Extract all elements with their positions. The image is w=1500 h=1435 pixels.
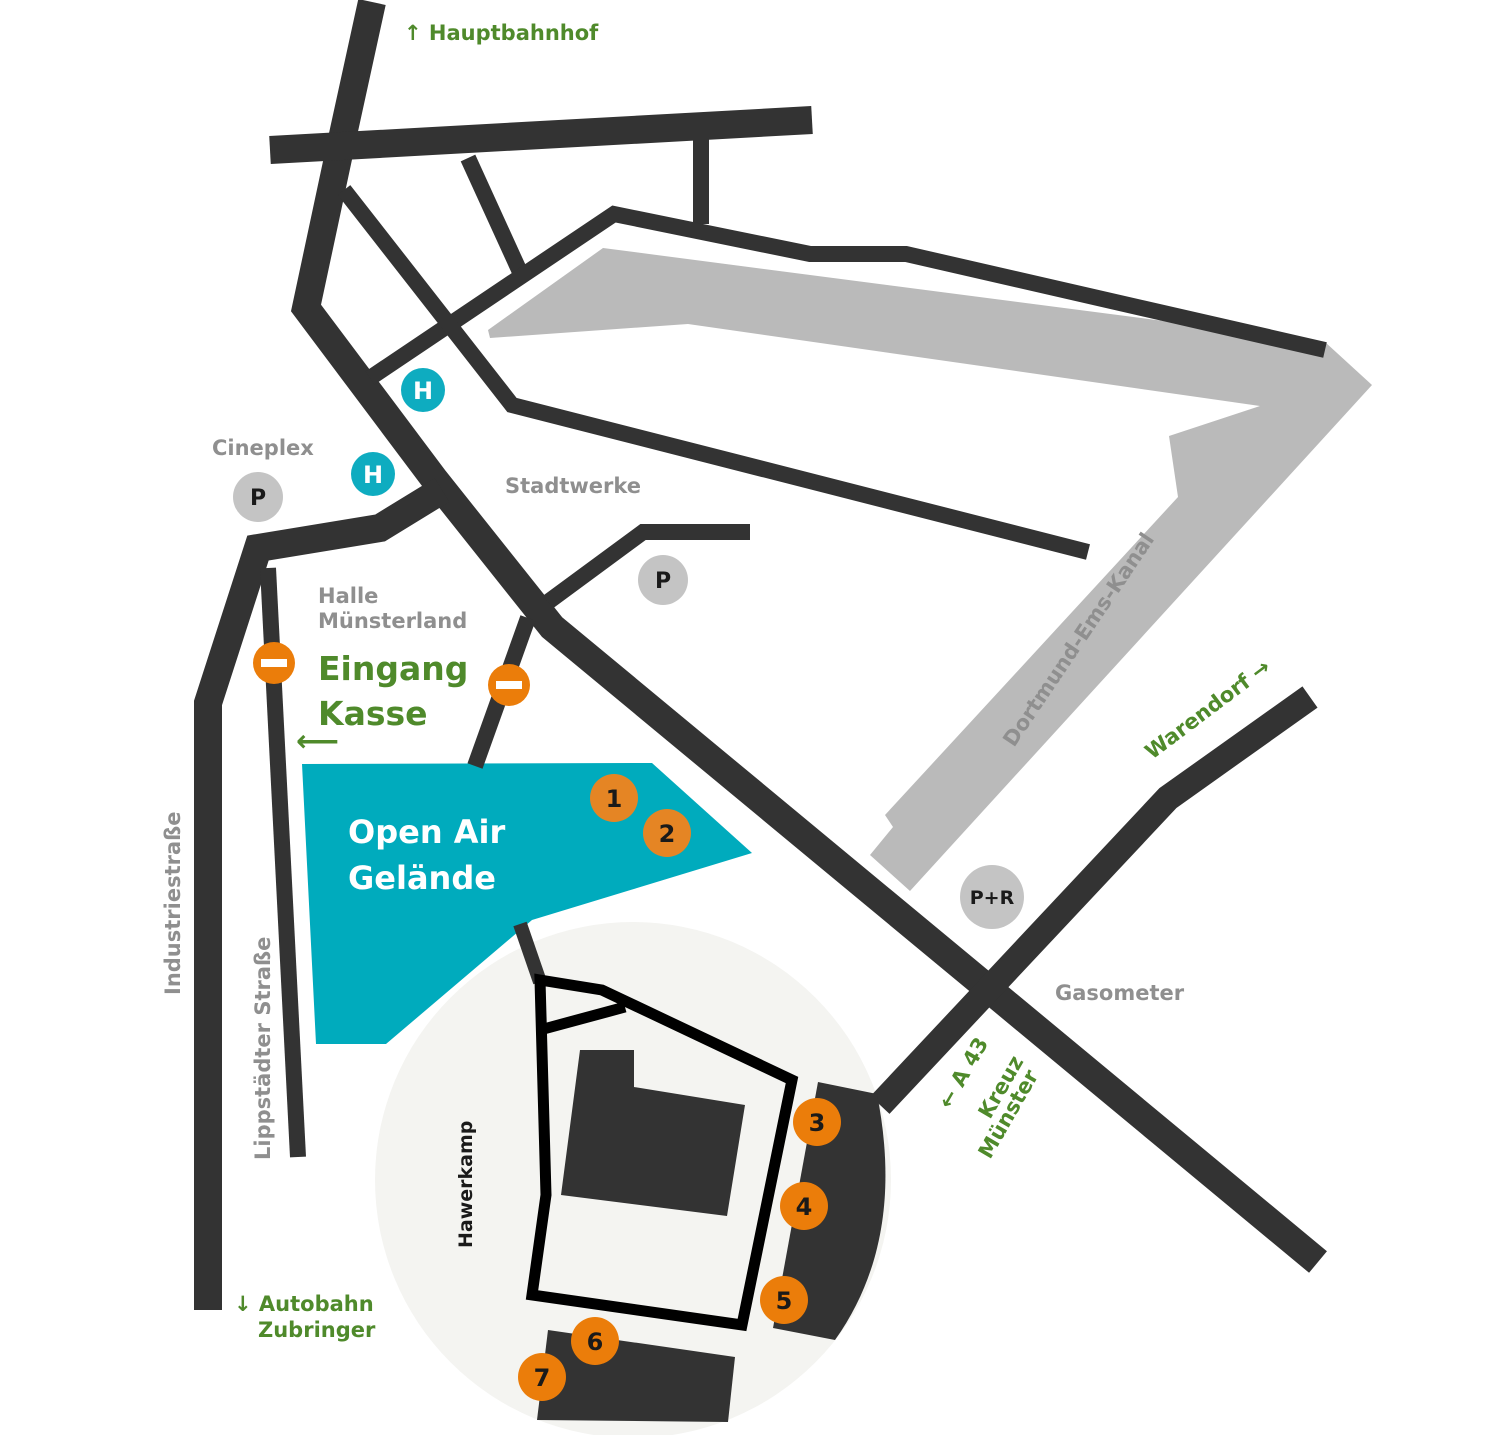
marker-6: 6 <box>571 1317 619 1365</box>
road-hawerkamp-link <box>513 921 547 985</box>
marker-number: 2 <box>659 820 676 848</box>
arrow-left-icon: ⟵ <box>296 724 339 759</box>
numbered-marker-icon <box>590 774 638 822</box>
road-cineplex <box>194 478 450 1310</box>
hawerkamp-compound <box>525 973 799 1332</box>
label-open-air-2: Gelände <box>348 859 496 897</box>
parking-icon <box>233 472 283 522</box>
label-industriestrasse: Industriestraße <box>161 812 185 996</box>
label-autobahn-2: Zubringer <box>258 1318 376 1342</box>
bus-stop-south: H <box>351 452 395 496</box>
label-hawerkamp: Hawerkamp <box>455 1121 477 1248</box>
hawerkamp-outline <box>525 973 799 1332</box>
roads <box>194 0 1327 1310</box>
road-inner-diagonal <box>337 185 1090 560</box>
park-and-ride-icon <box>960 865 1024 929</box>
numbered-marker-icon <box>793 1098 841 1146</box>
label-kasse: Kasse <box>318 694 428 733</box>
bus-stop-icon <box>351 452 395 496</box>
label-stadtwerke: Stadtwerke <box>505 474 641 498</box>
road-warendorf <box>870 686 1318 1114</box>
road-stadtwerke <box>543 524 750 609</box>
label-autobahn-1: ↓ Autobahn <box>234 1292 374 1316</box>
marker-2: 2 <box>643 809 691 857</box>
hawerkamp-building <box>561 1050 745 1216</box>
parking-icon <box>638 555 688 605</box>
road-bus-diagonal <box>365 205 1327 385</box>
park-and-ride: P+R <box>960 865 1024 929</box>
parking-letter: P <box>655 569 671 594</box>
bus-stop-north: H <box>401 368 445 412</box>
hawerkamp-inner-path <box>538 1001 627 1036</box>
numbered-marker-icon <box>760 1276 808 1324</box>
label-halle-2: Münsterland <box>318 609 467 633</box>
road-top-horizontal <box>269 106 813 164</box>
numbered-marker-icon <box>571 1317 619 1365</box>
marker-5: 5 <box>760 1276 808 1324</box>
label-lippstaedter: Lippstädter Straße <box>251 937 275 1160</box>
road-diagonal-top <box>460 154 528 276</box>
bus-stop-icon <box>401 368 445 412</box>
label-gasometer: Gasometer <box>1055 981 1185 1005</box>
marker-1: 1 <box>590 774 638 822</box>
marker-3: 3 <box>793 1098 841 1146</box>
marker-number: 1 <box>606 785 623 813</box>
marker-7: 7 <box>518 1353 566 1401</box>
marker-number: 7 <box>534 1364 551 1392</box>
no-entry-west <box>253 642 295 684</box>
marker-number: 5 <box>776 1287 793 1315</box>
marker-number: 3 <box>809 1109 826 1137</box>
hawerkamp-parking-east <box>773 1082 886 1340</box>
label-eingang: Eingang <box>318 649 468 688</box>
label-cineplex: Cineplex <box>212 436 314 460</box>
marker-number: 4 <box>796 1193 813 1221</box>
label-open-air-1: Open Air <box>348 813 505 851</box>
no-entry-east <box>488 664 530 706</box>
marker-4: 4 <box>780 1182 828 1230</box>
parking-cineplex: P <box>233 472 283 522</box>
label-hauptbahnhof: ↑ Hauptbahnhof <box>404 21 599 45</box>
bus-stop-letter: H <box>363 461 383 489</box>
park-and-ride-label: P+R <box>970 887 1015 909</box>
dortmund-ems-canal <box>488 248 1372 891</box>
numbered-marker-icon <box>780 1182 828 1230</box>
numbered-marker-icon <box>643 809 691 857</box>
label-halle-1: Halle <box>318 584 378 608</box>
numbered-marker-icon <box>518 1353 566 1401</box>
bus-stop-letter: H <box>413 377 433 405</box>
marker-number: 6 <box>587 1328 604 1356</box>
open-air-area <box>302 763 752 1044</box>
parking-letter: P <box>250 486 266 511</box>
parking-stadtwerke: P <box>638 555 688 605</box>
